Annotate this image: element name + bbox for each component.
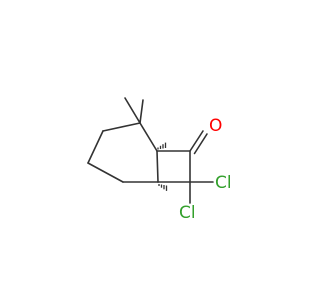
stereo-hash-bottom <box>158 184 168 191</box>
stereo-hash-top <box>157 142 167 150</box>
bond-c2-c3 <box>102 122 141 132</box>
bond-methyl-2 <box>124 97 141 124</box>
molecule-diagram: O Cl Cl <box>87 97 232 223</box>
bond-lines <box>87 97 214 204</box>
atom-label-chlorine-1: Cl <box>215 173 232 193</box>
bond-c6-c1 <box>156 150 159 183</box>
bond-carbonyl-a <box>189 130 204 152</box>
bond-methyl-1 <box>139 99 144 124</box>
bond-c4-c5 <box>87 162 124 183</box>
bond-c2-c1 <box>139 122 158 152</box>
bond-c3-c4 <box>87 130 104 164</box>
atom-label-chlorine-2: Cl <box>179 203 196 223</box>
bond-carbonyl-b <box>193 133 208 155</box>
structure-drawing: O Cl Cl <box>87 97 232 223</box>
atom-label-oxygen: O <box>209 116 222 136</box>
